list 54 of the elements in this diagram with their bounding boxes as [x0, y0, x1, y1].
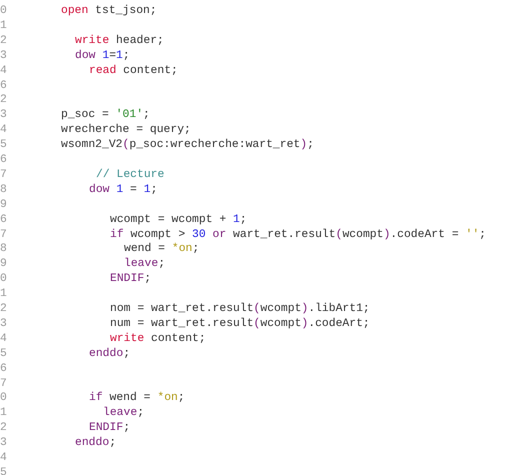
line-number: 6 — [0, 362, 7, 376]
code-line: open tst_json; — [61, 4, 157, 18]
line-number: 7 — [0, 168, 7, 182]
line-number: 0 — [0, 4, 7, 18]
code-line: if wend = *on; — [89, 391, 185, 406]
code-line: leave; — [103, 406, 144, 420]
line-number: 1 — [0, 287, 7, 302]
line-number: 2 — [0, 93, 7, 108]
line-number: 6 — [0, 212, 7, 227]
code-line: write header; — [75, 34, 164, 48]
line-number: 5 — [0, 138, 7, 152]
line-number: 5 — [0, 346, 7, 361]
code-line: // Lecture — [96, 168, 164, 182]
line-number: 8 — [0, 182, 7, 197]
line-number: 3 — [0, 316, 7, 331]
code-line: wend = *on; — [124, 242, 200, 256]
line-number: 7 — [0, 228, 7, 242]
line-number: 6 — [0, 153, 7, 167]
line-number: 2 — [0, 302, 7, 316]
line-number: 4 — [0, 332, 7, 346]
line-number: 3 — [0, 436, 7, 450]
line-number: 7 — [0, 376, 7, 390]
code-line: enddo; — [89, 346, 130, 361]
code-line: if wcompt > 30 or wart_ret.result(wcompt).codeArt = ''; — [110, 228, 486, 242]
line-number: 3 — [0, 108, 7, 122]
line-number: 5 — [0, 466, 7, 475]
line-number: 2 — [0, 34, 7, 48]
code-line: dow 1 = 1; — [89, 182, 158, 197]
code-line: wrecherche = query; — [61, 123, 191, 138]
line-number: 0 — [0, 391, 7, 406]
line-number: 9 — [0, 257, 7, 272]
code-line: ENDIF; — [110, 272, 152, 286]
line-number: 6 — [0, 78, 7, 92]
line-number: 8 — [0, 242, 7, 256]
code-line: write content; — [110, 332, 206, 346]
line-number: 2 — [0, 421, 7, 436]
line-number: 4 — [0, 123, 7, 138]
code-line: wcompt = wcompt + 1; — [110, 212, 247, 227]
code-line: read content; — [89, 64, 178, 78]
line-number: 4 — [0, 64, 7, 78]
code-line: leave; — [124, 257, 166, 272]
code-line: wsomn2_V2(p_soc:wrecherche:wart_ret); — [61, 138, 314, 152]
code-line: ENDIF; — [89, 421, 130, 436]
code-line: dow 1=1; — [75, 48, 130, 63]
line-number: 1 — [0, 18, 7, 33]
code-line: p_soc = '01'; — [61, 108, 150, 122]
code-line: enddo; — [75, 436, 116, 450]
code-line: num = wart_ret.result(wcompt).codeArt; — [110, 316, 370, 331]
line-number: 3 — [0, 48, 7, 63]
line-number: 1 — [0, 406, 7, 420]
line-number: 4 — [0, 451, 7, 465]
line-number: 0 — [0, 272, 7, 286]
line-number: 9 — [0, 198, 7, 212]
code-line: nom = wart_ret.result(wcompt).libArt1; — [110, 302, 370, 316]
